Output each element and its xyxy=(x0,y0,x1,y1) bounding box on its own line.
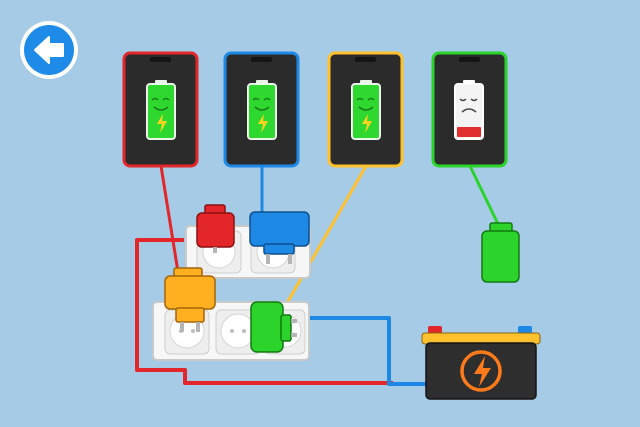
strip-cable-red xyxy=(135,238,393,385)
phone-3[interactable] xyxy=(327,51,404,168)
phone-1[interactable] xyxy=(122,51,199,168)
phone-2[interactable] xyxy=(223,51,300,168)
battery-full-icon xyxy=(247,80,277,140)
plug-yellow[interactable] xyxy=(164,267,216,332)
plug-red[interactable] xyxy=(196,204,235,253)
phone-cable-yellow xyxy=(285,165,368,304)
battery-low-icon xyxy=(454,80,484,140)
plug-green-loose[interactable] xyxy=(481,222,520,283)
arrow-left-icon xyxy=(34,36,64,64)
battery-full-icon xyxy=(146,80,176,140)
lightning-bolt-icon xyxy=(460,350,502,392)
battery-full-icon xyxy=(351,80,381,140)
back-button[interactable] xyxy=(18,19,80,81)
phone-cable-red xyxy=(159,165,180,273)
strip-cable-blue xyxy=(308,316,430,386)
phone-cable-green xyxy=(468,165,500,225)
plug-green-strip[interactable] xyxy=(250,301,297,353)
socket[interactable] xyxy=(215,309,261,355)
phone-4[interactable] xyxy=(431,51,508,168)
car-battery[interactable] xyxy=(421,326,541,400)
plug-blue[interactable] xyxy=(249,211,310,264)
